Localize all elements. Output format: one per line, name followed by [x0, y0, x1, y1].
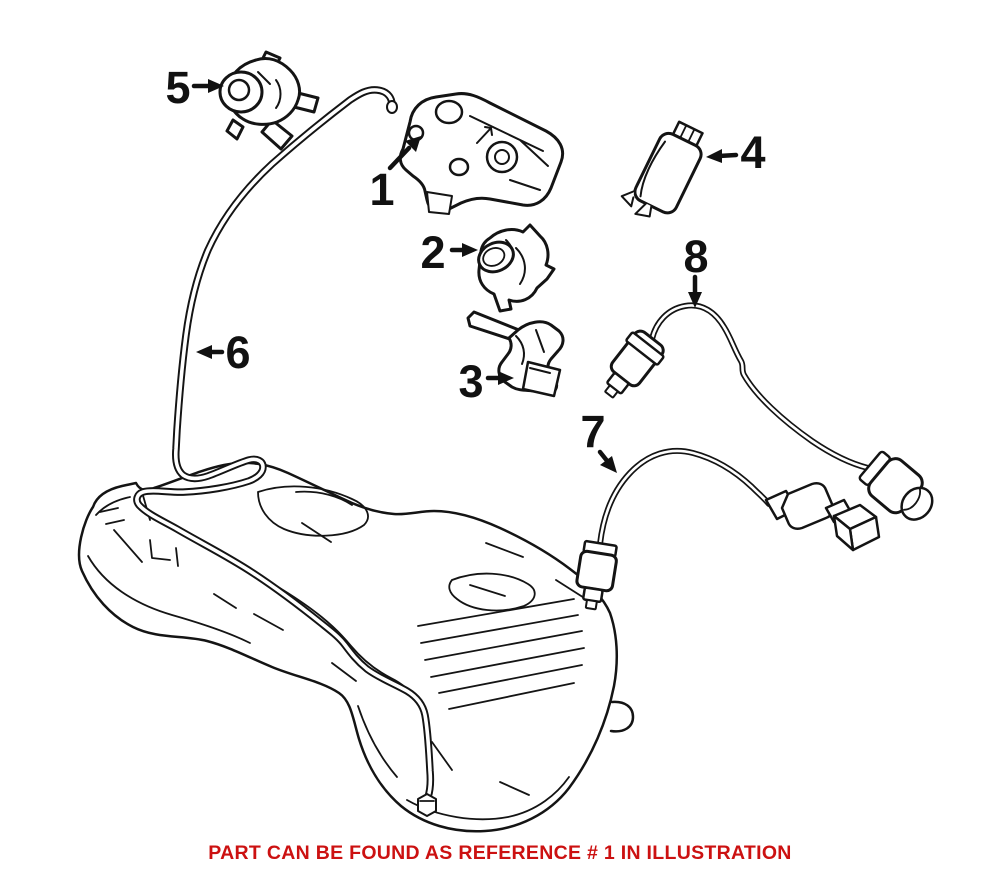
- part-2-valve-drawing: [477, 223, 556, 313]
- callout-5-arrow: [191, 79, 224, 93]
- callout-7-arrow: [597, 449, 617, 473]
- callout-6-label: 6: [225, 327, 250, 378]
- callout-4-label: 4: [740, 127, 765, 178]
- part-7-oxygen-sensor-drawing: [575, 447, 881, 611]
- callout-2-arrow: [449, 243, 478, 257]
- callout-7-label: 7: [580, 406, 605, 457]
- callout-8-label: 8: [683, 231, 708, 282]
- callout-1-arrow: [387, 136, 421, 171]
- callout-6-arrow: [196, 345, 225, 359]
- part-7-connector: [764, 482, 881, 552]
- part-8-oxygen-sensor-drawing: [604, 302, 934, 521]
- callout-2-label: 2: [420, 227, 445, 278]
- callout-4-arrow: [706, 149, 739, 163]
- callout-arrows: [191, 79, 739, 473]
- part-4-canister-drawing: [620, 120, 704, 218]
- part-5-vent-valve-drawing: [218, 50, 320, 151]
- part-1-bracket-drawing: [398, 92, 565, 215]
- callout-1-label: 1: [369, 164, 394, 215]
- callout-3-label: 3: [458, 356, 483, 407]
- callout-8-arrow: [688, 274, 702, 308]
- callout-3-arrow: [485, 371, 514, 385]
- callout-5-label: 5: [165, 62, 190, 113]
- part-6-vent-tube-drawing: [133, 86, 437, 817]
- part-3-bracket-drawing: [466, 310, 565, 398]
- part-8-connector: [858, 450, 934, 521]
- callout-labels: 1 2 3 4 5 6 7 8: [165, 62, 765, 457]
- reference-caption: PART CAN BE FOUND AS REFERENCE # 1 IN IL…: [208, 842, 792, 864]
